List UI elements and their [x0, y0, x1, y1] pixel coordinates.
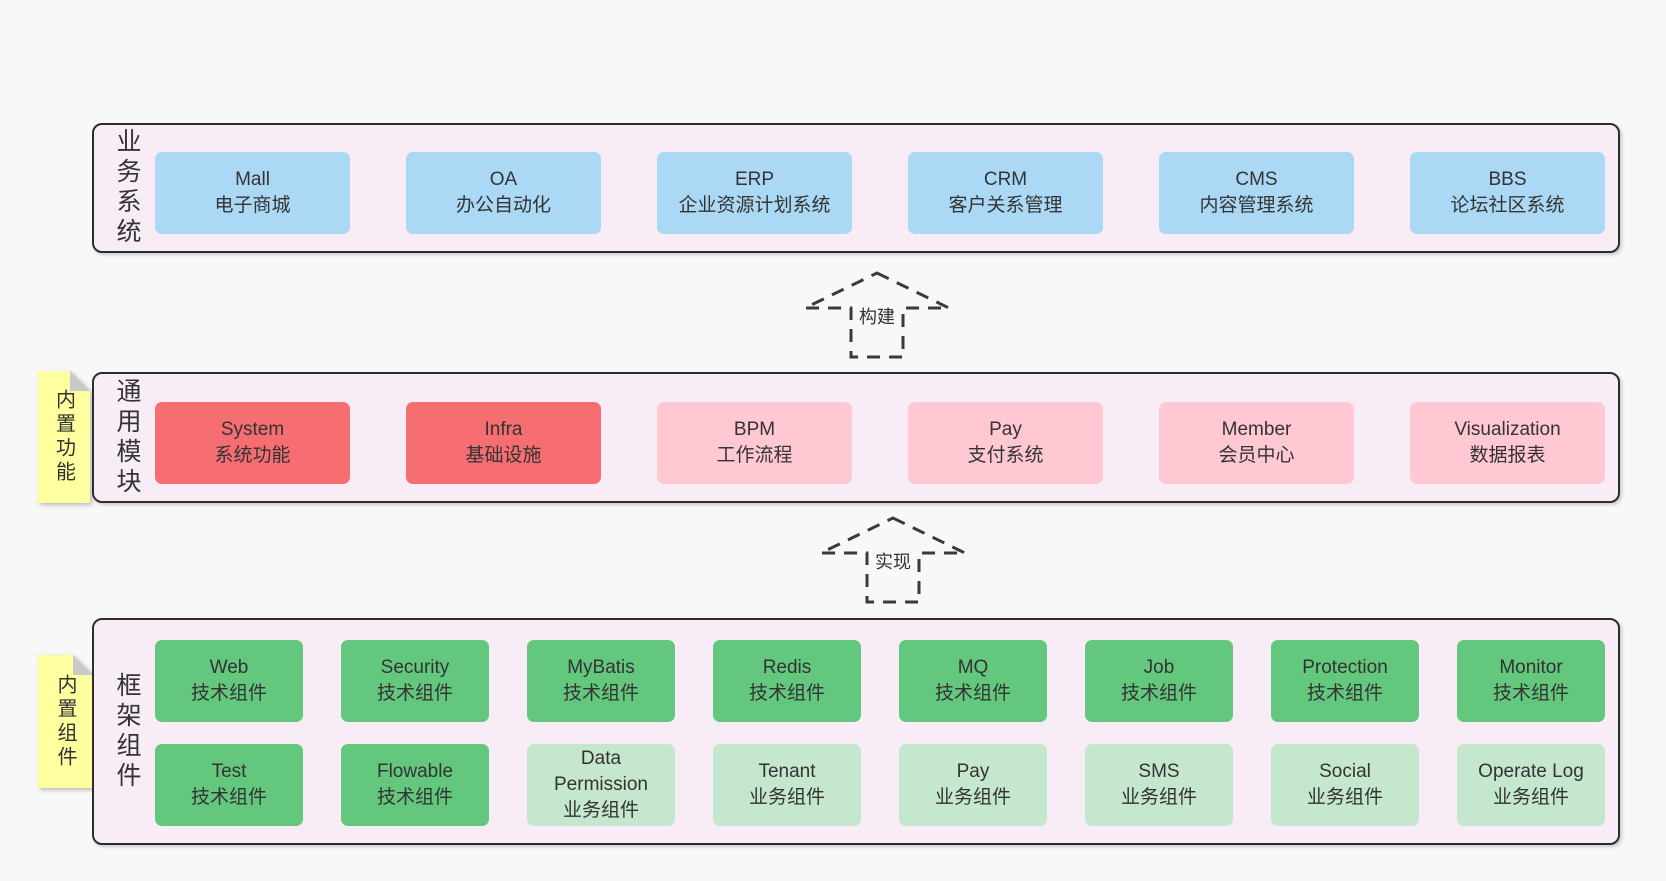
- folded-corner-icon: [73, 655, 93, 675]
- box-mq: MQ 技术组件: [899, 640, 1047, 722]
- folded-corner-icon: [70, 371, 90, 391]
- box-bpm: BPM 工作流程: [657, 402, 852, 484]
- band-business-systems: 业务系统 Mall 电子商城 OA 办公自动化 ERP 企业资源计划系统 CRM…: [92, 123, 1620, 253]
- box-flowable: Flowable 技术组件: [341, 744, 489, 826]
- business-systems-row: Mall 电子商城 OA 办公自动化 ERP 企业资源计划系统 CRM 客户关系…: [155, 152, 1605, 234]
- box-oa: OA 办公自动化: [406, 152, 601, 234]
- band-framework-components: 框架组件 Web 技术组件 Security 技术组件 MyBatis 技术组件…: [92, 618, 1620, 845]
- box-job: Job 技术组件: [1085, 640, 1233, 722]
- arrow-implement-label: 实现: [872, 548, 914, 574]
- box-test: Test 技术组件: [155, 744, 303, 826]
- box-bbs: BBS 论坛社区系统: [1410, 152, 1605, 234]
- box-sms: SMS 业务组件: [1085, 744, 1233, 826]
- box-crm: CRM 客户关系管理: [908, 152, 1103, 234]
- box-erp: ERP 企业资源计划系统: [657, 152, 852, 234]
- box-mybatis: MyBatis 技术组件: [527, 640, 675, 722]
- box-visualization: Visualization 数据报表: [1410, 402, 1605, 484]
- box-tenant: Tenant 业务组件: [713, 744, 861, 826]
- sticky-components-label: 内置组件: [54, 673, 76, 770]
- sticky-built-in-features: 内置功能: [38, 371, 90, 503]
- arrow-build-label: 构建: [856, 303, 898, 329]
- box-security: Security 技术组件: [341, 640, 489, 722]
- box-cms: CMS 内容管理系统: [1159, 152, 1354, 234]
- box-social: Social 业务组件: [1271, 744, 1419, 826]
- box-monitor: Monitor 技术组件: [1457, 640, 1605, 722]
- common-modules-row: System 系统功能 Infra 基础设施 BPM 工作流程 Pay 支付系统…: [155, 402, 1605, 484]
- sticky-built-in-components: 内置组件: [38, 655, 93, 788]
- framework-components-row-1: Web 技术组件 Security 技术组件 MyBatis 技术组件 Redi…: [155, 640, 1605, 722]
- box-redis: Redis 技术组件: [713, 640, 861, 722]
- sticky-features-label: 内置功能: [52, 389, 75, 485]
- box-web: Web 技术组件: [155, 640, 303, 722]
- framework-components-row-2: Test 技术组件 Flowable 技术组件 Data Permission …: [155, 744, 1605, 826]
- box-operate-log: Operate Log 业务组件: [1457, 744, 1605, 826]
- box-system: System 系统功能: [155, 402, 350, 484]
- band-label-framework-components: 框架组件: [113, 671, 141, 792]
- arrow-build: 构建: [802, 270, 952, 360]
- band-label-business-systems: 业务系统: [113, 128, 141, 248]
- box-infra: Infra 基础设施: [406, 402, 601, 484]
- band-common-modules: 通用模块 System 系统功能 Infra 基础设施 BPM 工作流程 Pay…: [92, 372, 1620, 503]
- arrow-implement: 实现: [818, 515, 968, 605]
- box-protection: Protection 技术组件: [1271, 640, 1419, 722]
- box-pay-module: Pay 支付系统: [908, 402, 1103, 484]
- box-mall: Mall 电子商城: [155, 152, 350, 234]
- band-label-common-modules: 通用模块: [113, 377, 141, 498]
- box-data-permission: Data Permission 业务组件: [527, 744, 675, 826]
- box-pay-component: Pay 业务组件: [899, 744, 1047, 826]
- box-member: Member 会员中心: [1159, 402, 1354, 484]
